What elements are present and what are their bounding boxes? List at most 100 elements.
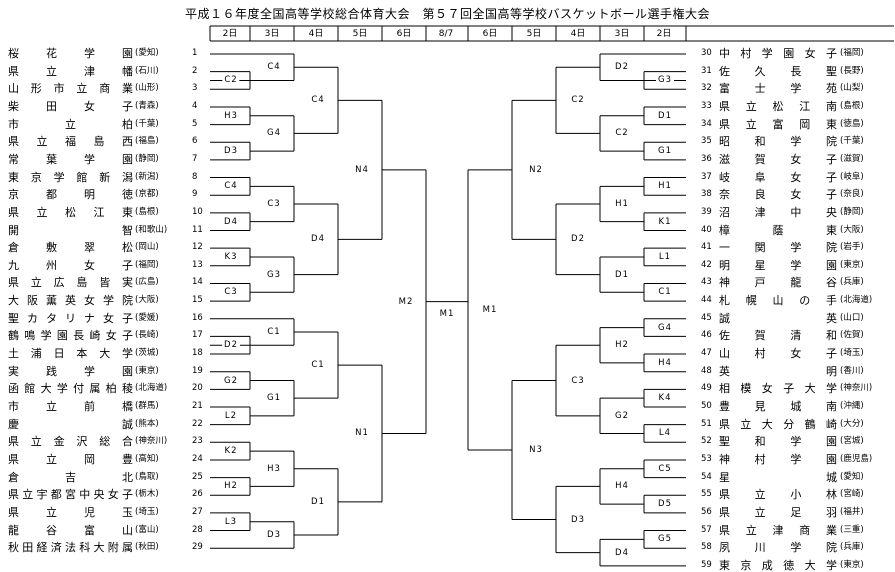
match-code: D1	[309, 495, 327, 508]
team-number: 53	[701, 453, 712, 464]
match-code: G4	[265, 127, 283, 140]
match-code: C1	[309, 359, 327, 372]
match-code: C2	[613, 127, 631, 140]
team-number: 40	[701, 224, 712, 235]
match-code: H2	[222, 480, 240, 493]
match-code: L2	[222, 409, 240, 422]
team-pref: (埼玉)	[840, 348, 864, 359]
team-pref: (青森)	[135, 100, 159, 111]
team-pref: (熊本)	[135, 418, 159, 429]
team-pref: (北海道)	[135, 383, 168, 394]
team-pref: (富山)	[135, 524, 159, 535]
team-number: 43	[701, 277, 712, 288]
team-pref: (大阪)	[840, 224, 864, 235]
match-code: G1	[656, 145, 674, 158]
round-header-left: 6日	[396, 29, 412, 39]
team-pref: (沖縄)	[840, 401, 864, 411]
team-pref: (静岡)	[840, 206, 864, 217]
match-code: C2	[569, 94, 587, 107]
team-number: 41	[701, 242, 712, 253]
match-code: N4	[353, 163, 371, 176]
team-name: 県立富岡東	[719, 117, 837, 131]
round-header-right: 5日	[526, 29, 542, 39]
team-pref: (千葉)	[135, 118, 159, 129]
team-pref: (広島)	[135, 277, 159, 288]
team-number: 21	[192, 401, 203, 411]
team-name: 大阪薫英女学院	[8, 294, 133, 308]
team-number: 56	[701, 506, 712, 517]
team-number: 48	[701, 365, 712, 376]
team-number: 2	[192, 65, 198, 76]
team-name: 中村学園女子	[719, 47, 837, 60]
team-pref: (兵庫)	[840, 277, 864, 288]
match-code: D3	[265, 528, 283, 541]
match-code: D4	[613, 546, 631, 559]
round-header-right: 6日	[482, 29, 498, 39]
team-number: 16	[192, 312, 203, 323]
match-code: H3	[265, 462, 283, 475]
team-pref: (山形)	[135, 83, 159, 94]
team-name: 沼津中央	[719, 205, 837, 219]
team-pref: (大阪)	[135, 295, 159, 306]
team-number: 25	[192, 471, 203, 482]
team-pref: (佐賀)	[840, 330, 864, 341]
team-name: 富士学苑	[719, 82, 837, 96]
team-number: 47	[701, 348, 712, 359]
team-pref: (長野)	[840, 65, 864, 76]
team-pref: (福岡)	[135, 259, 159, 270]
round-header-left: 8/7	[438, 29, 454, 39]
team-pref: (愛知)	[135, 48, 159, 58]
match-code: H1	[656, 180, 674, 193]
team-number: 23	[192, 436, 203, 447]
team-name: 柴田女子	[8, 99, 133, 113]
team-name: 秋田経済法科大附属	[8, 541, 133, 555]
match-code: K2	[222, 445, 240, 458]
match-code: D4	[309, 233, 327, 246]
team-name: 市立柏	[8, 117, 133, 131]
match-code: D2	[613, 61, 631, 74]
team-pref: (宮城)	[840, 436, 864, 447]
match-code: D2	[569, 233, 587, 246]
team-number: 6	[192, 136, 198, 147]
team-number: 10	[192, 206, 203, 217]
team-name: 誠英	[719, 311, 837, 325]
match-code: L4	[656, 427, 674, 440]
match-code: L1	[656, 250, 674, 263]
team-name: 県立松江南	[719, 99, 837, 113]
team-pref: (神奈川)	[840, 383, 873, 394]
match-code: L3	[222, 515, 240, 528]
team-pref: (山梨)	[840, 83, 864, 94]
team-name: 倉敷翠松	[8, 241, 133, 255]
team-number: 34	[701, 118, 712, 129]
team-pref: (神奈川)	[135, 436, 168, 447]
team-pref: (岩手)	[840, 242, 864, 253]
team-number: 50	[701, 401, 712, 411]
team-name: 相模女子大学	[719, 382, 837, 396]
team-name: 県立児玉	[8, 505, 133, 519]
team-number: 1	[192, 48, 198, 58]
match-code: D1	[656, 109, 674, 122]
team-name: 東京成徳大学	[719, 558, 837, 572]
match-code: M2	[396, 295, 416, 308]
team-pref: (北海道)	[840, 295, 873, 306]
team-number: 24	[192, 453, 203, 464]
round-header-right: 2日	[656, 29, 672, 39]
team-name: 山形市立商業	[8, 82, 133, 96]
team-pref: (岐阜)	[840, 171, 864, 182]
team-name: 龍谷富山	[8, 523, 133, 537]
team-pref: (茨城)	[135, 348, 159, 359]
match-code: G4	[656, 321, 674, 334]
team-number: 35	[701, 136, 712, 147]
match-code: K1	[656, 215, 674, 228]
team-pref: (高知)	[135, 453, 159, 464]
team-name: 常葉学園	[8, 152, 133, 166]
team-pref: (長崎)	[135, 330, 159, 341]
team-name: 県立岡豊	[8, 452, 133, 466]
team-number: 17	[192, 330, 203, 341]
team-number: 36	[701, 153, 712, 164]
match-code: H1	[613, 198, 631, 211]
team-pref: (埼玉)	[135, 506, 159, 517]
team-number: 19	[192, 365, 203, 376]
team-number: 55	[701, 489, 712, 500]
team-name: 京都明徳	[8, 188, 133, 202]
